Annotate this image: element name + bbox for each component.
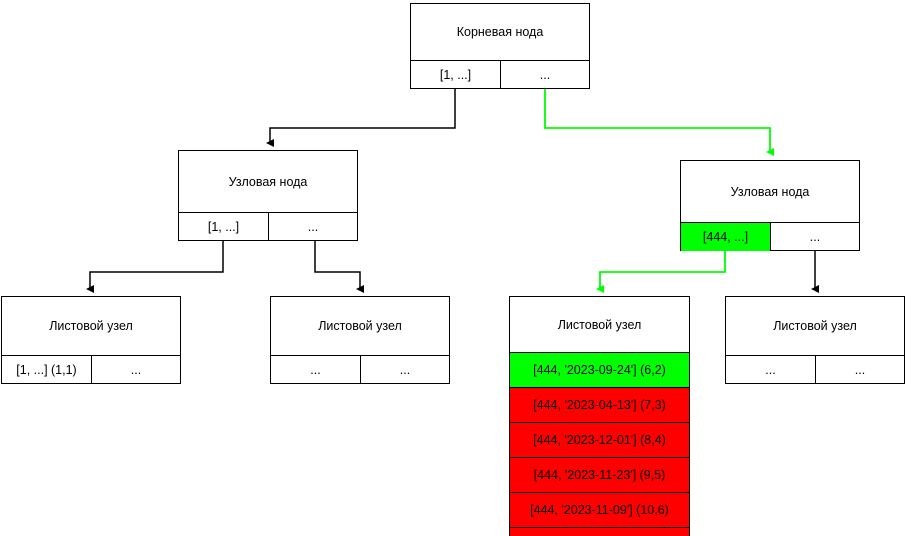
node-root-cell-1[interactable]: [1, ...] (439, 68, 472, 82)
edge-root-to-internal-right (544, 89, 774, 156)
node-leaf-4-cell-1[interactable]: ... (765, 363, 776, 377)
node-leaf-3[interactable]: Листовой узел [444, '2023-09-24'] (6,2) … (509, 296, 690, 536)
node-internal-right-cell-2[interactable]: ... (770, 223, 859, 251)
node-internal-right-cells: [444, ...] ... (681, 222, 859, 251)
edge-root-to-internal-left (266, 89, 456, 147)
node-leaf-1-cell-1[interactable]: [1, ...] (1,1) (16, 363, 77, 377)
node-leaf-3-title: Листовой узел (510, 297, 689, 352)
node-internal-left-cell-1[interactable]: [1, ...] (207, 220, 240, 234)
node-leaf-2[interactable]: Листовой узел ... ... (270, 296, 450, 384)
node-root-title: Корневая нода (411, 4, 589, 60)
node-leaf-3-row-2[interactable]: [444, '2023-04-13'] (7,3) (510, 387, 689, 422)
node-leaf-2-cell-1[interactable]: ... (310, 363, 321, 377)
node-internal-right-cell-1[interactable]: [444, ...] (681, 223, 770, 251)
node-internal-right-title: Узловая нода (681, 161, 859, 222)
node-root[interactable]: Корневая нода [1, ...] ... (410, 3, 590, 89)
node-leaf-3-row-3[interactable]: [444, '2023-12-01'] (8,4) (510, 422, 689, 457)
node-internal-right[interactable]: Узловая нода [444, ...] ... (680, 160, 860, 251)
node-leaf-4-title: Листовой узел (726, 297, 904, 355)
edge-internal-left-to-leaf-2 (314, 241, 364, 293)
node-internal-left-cell-2[interactable]: ... (268, 213, 357, 241)
node-leaf-2-cells: ... ... (271, 355, 449, 384)
node-leaf-1-cell-2[interactable]: ... (91, 356, 180, 384)
node-root-cells: [1, ...] ... (411, 60, 589, 89)
node-internal-left[interactable]: Узловая нода [1, ...] ... (178, 150, 358, 241)
node-leaf-2-cell-2[interactable]: ... (360, 356, 449, 384)
node-leaf-2-title: Листовой узел (271, 297, 449, 355)
node-leaf-3-rows: [444, '2023-09-24'] (6,2) [444, '2023-04… (510, 352, 689, 536)
node-leaf-1-cells: [1, ...] (1,1) ... (2, 355, 180, 384)
node-internal-left-title: Узловая нода (179, 151, 357, 212)
node-leaf-4-cell-2[interactable]: ... (815, 356, 904, 384)
node-leaf-4-cells: ... ... (726, 355, 904, 384)
node-root-cell-2[interactable]: ... (500, 61, 589, 89)
node-leaf-1-title: Листовой узел (2, 297, 180, 355)
node-leaf-3-row-6[interactable]: [444, '2023-12-12'] (11,7) (510, 527, 689, 536)
node-leaf-3-row-5[interactable]: [444, '2023-11-09'] (10,6) (510, 492, 689, 527)
edge-internal-left-to-leaf-1 (86, 241, 224, 293)
node-leaf-3-row-1[interactable]: [444, '2023-09-24'] (6,2) (510, 352, 689, 387)
node-leaf-1[interactable]: Листовой узел [1, ...] (1,1) ... (1, 296, 181, 384)
node-leaf-4[interactable]: Листовой узел ... ... (725, 296, 905, 384)
node-internal-left-cells: [1, ...] ... (179, 212, 357, 241)
node-leaf-3-row-4[interactable]: [444, '2023-11-23'] (9,5) (510, 457, 689, 492)
edge-internal-right-to-leaf-3 (596, 251, 726, 293)
